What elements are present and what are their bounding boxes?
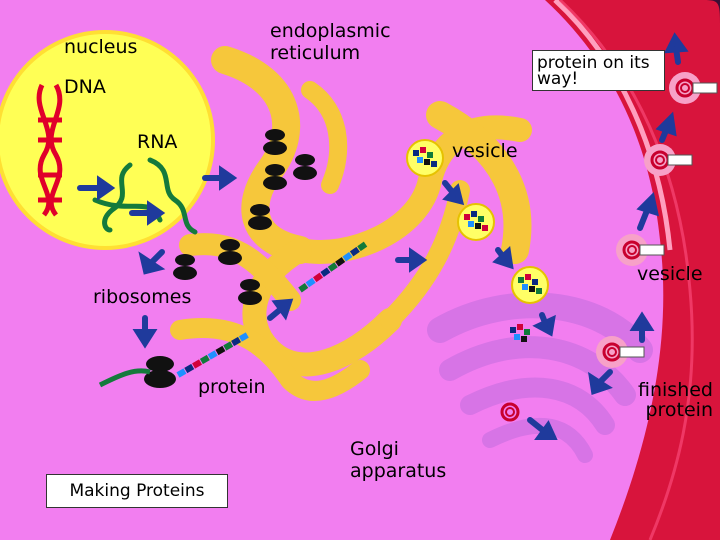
ribosomes-label: ribosomes <box>93 286 192 308</box>
golgi-protein-cluster <box>510 324 530 342</box>
nucleus-label: nucleus <box>64 36 138 58</box>
finished-protein-1 <box>669 72 718 104</box>
vesicle-1 <box>406 139 444 177</box>
finished-protein-4 <box>596 336 645 368</box>
finished-protein-2 <box>644 144 693 176</box>
vesicle-3 <box>511 266 549 304</box>
finished-proteins <box>500 72 718 422</box>
vesicle-2 <box>457 203 495 241</box>
mrna-tail <box>98 368 151 388</box>
vesicle-right-label: vesicle <box>637 263 703 285</box>
finished-protein-label: finished protein <box>638 379 713 421</box>
dna-label: DNA <box>64 76 106 98</box>
caption-label: Making Proteins <box>46 474 228 508</box>
dna-double-helix <box>36 83 63 217</box>
er-label: endoplasmic reticulum <box>270 20 391 64</box>
membrane-highlight <box>553 0 673 251</box>
vesicle-top-label: vesicle <box>452 140 518 162</box>
vesicles <box>406 139 549 342</box>
golgi-label: Golgi apparatus <box>350 438 447 482</box>
process-arrows <box>77 32 689 440</box>
ribosomes <box>144 129 317 388</box>
protein-on-its-way-label: protein on its way! <box>532 50 665 91</box>
protein-label: protein <box>198 376 266 398</box>
finished-protein-golgi <box>500 402 520 422</box>
protein-chains <box>176 241 368 378</box>
rna-label: RNA <box>137 131 178 153</box>
finished-protein-3 <box>616 234 665 266</box>
